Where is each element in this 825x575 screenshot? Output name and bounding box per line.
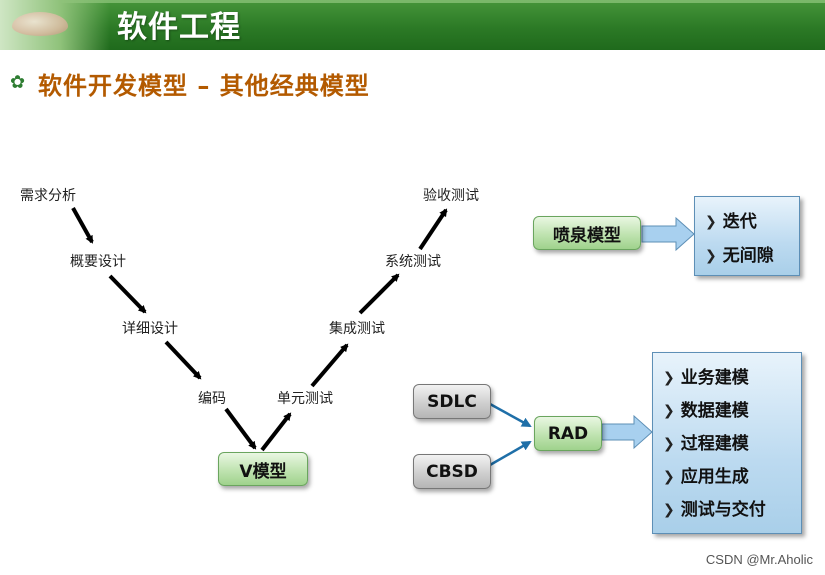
- rad-item-data-modeling-label: 数据建模: [680, 401, 749, 421]
- rad-item-business-modeling-label: 业务建模: [680, 368, 749, 388]
- rad-item-business-modeling: ❯ 业务建模: [663, 363, 749, 388]
- fountain-item-seamless: ❯ 无间隙: [705, 241, 774, 266]
- rad-item-process-modeling-label: 过程建模: [680, 434, 749, 454]
- rad-item-test-delivery-label: 测试与交付: [680, 500, 766, 520]
- sdlc-box: SDLC: [413, 384, 491, 419]
- v-step-requirements: 需求分析: [20, 188, 76, 204]
- v-arrow-4: [224, 407, 257, 450]
- v-step-coding: 编码: [198, 391, 226, 407]
- chevron-right-icon: ❯: [663, 370, 675, 386]
- fountain-model-box: 喷泉模型: [533, 216, 641, 250]
- fountain-block-arrow: [641, 216, 695, 252]
- fountain-item-iteration: ❯ 迭代: [705, 207, 757, 232]
- chevron-right-icon: ❯: [705, 248, 717, 264]
- v-arrow-3: [164, 340, 202, 380]
- v-arrow-6: [310, 343, 349, 388]
- chevron-right-icon: ❯: [663, 502, 675, 518]
- rad-block-arrow: [601, 414, 653, 450]
- rad-box: RAD: [534, 416, 602, 451]
- v-arrow-8: [418, 208, 448, 251]
- cbsd-to-rad-arrow: [489, 440, 532, 467]
- v-model-box: V模型: [218, 452, 308, 486]
- header-corner-decoration: [0, 0, 110, 50]
- v-step-detail-design: 详细设计: [122, 321, 178, 337]
- v-arrow-5: [260, 412, 292, 452]
- header-bar: 软件工程: [0, 0, 825, 50]
- v-step-overview-design: 概要设计: [70, 254, 126, 270]
- chevron-right-icon: ❯: [663, 469, 675, 485]
- cbsd-box: CBSD: [413, 454, 491, 489]
- chevron-right-icon: ❯: [705, 214, 717, 230]
- gear-bullet-icon: ✿: [10, 72, 26, 93]
- fountain-item-seamless-label: 无间隙: [722, 246, 774, 266]
- v-step-system-test: 系统测试: [385, 254, 441, 270]
- watermark: CSDN @Mr.Aholic: [705, 552, 813, 567]
- sdlc-to-rad-arrow: [489, 402, 532, 428]
- fountain-features-box: ❯ 迭代 ❯ 无间隙: [694, 196, 800, 276]
- section-subtitle: 软件开发模型 – 其他经典模型: [38, 72, 370, 100]
- v-arrow-7: [358, 273, 400, 315]
- fountain-item-iteration-label: 迭代: [722, 212, 757, 232]
- page-title: 软件工程: [117, 10, 241, 45]
- chevron-right-icon: ❯: [663, 403, 675, 419]
- v-step-acceptance-test: 验收测试: [423, 188, 479, 204]
- v-arrow-1: [71, 207, 94, 244]
- rad-phases-box: ❯ 业务建模 ❯ 数据建模 ❯ 过程建模 ❯ 应用生成 ❯ 测试与交付: [652, 352, 802, 534]
- rad-item-app-generation: ❯ 应用生成: [663, 462, 749, 487]
- v-arrow-2: [108, 274, 147, 314]
- header-top-line: [0, 0, 825, 3]
- v-step-unit-test: 单元测试: [277, 391, 333, 407]
- rad-item-process-modeling: ❯ 过程建模: [663, 429, 749, 454]
- hand-leaf-image: [12, 12, 68, 36]
- rad-item-data-modeling: ❯ 数据建模: [663, 396, 749, 421]
- v-step-integration-test: 集成测试: [329, 321, 385, 337]
- chevron-right-icon: ❯: [663, 436, 675, 452]
- rad-item-app-generation-label: 应用生成: [680, 467, 749, 487]
- rad-item-test-delivery: ❯ 测试与交付: [663, 495, 766, 520]
